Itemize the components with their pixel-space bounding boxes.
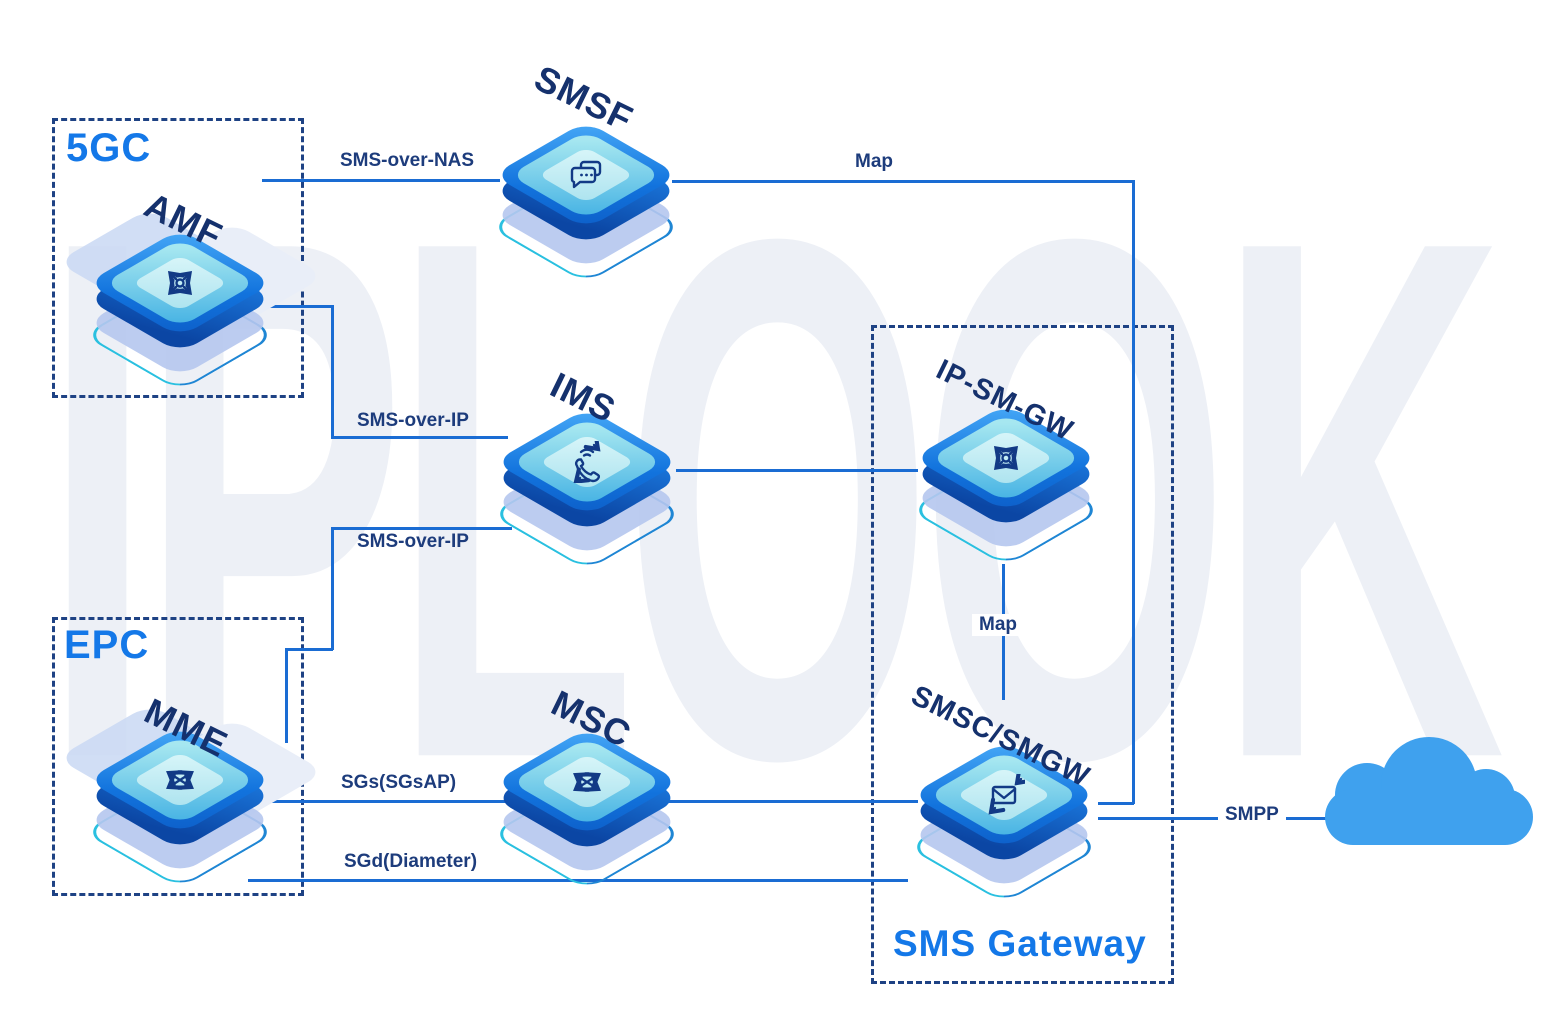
chat-icon xyxy=(520,109,652,241)
link-line-mme-up2 xyxy=(331,527,334,650)
group-box-5gc xyxy=(52,118,304,398)
link-label-sms-over-ip-2: SMS-over-IP xyxy=(357,531,469,552)
link-line-mme-step xyxy=(285,648,333,651)
cross-arrows-icon xyxy=(114,714,246,846)
link-label-sgs: SGs(SGsAP) xyxy=(341,772,457,793)
link-line-amf-out xyxy=(262,305,334,308)
link-line-sms-over-nas xyxy=(262,179,500,182)
link-line-mme-ims xyxy=(331,527,512,530)
link-label-sms-over-nas: SMS-over-NAS xyxy=(340,150,475,171)
link-line-map-top xyxy=(672,180,1135,183)
node-top-face xyxy=(912,403,1100,513)
link-line-map-right-vertical xyxy=(1132,180,1135,804)
link-line-amf-down xyxy=(331,305,334,438)
link-label-map-top: Map xyxy=(855,151,893,172)
node-top-face xyxy=(492,120,680,230)
group-box-sms-gateway xyxy=(871,325,1174,984)
link-line-sgd xyxy=(248,879,908,882)
link-label-map-mid: Map xyxy=(972,614,1024,636)
group-label-5gc: 5GC xyxy=(66,126,152,170)
phone-icon xyxy=(521,396,653,528)
node-top-face xyxy=(910,740,1098,850)
link-line-ims-ipsmgw xyxy=(676,469,918,472)
link-line-mme-up xyxy=(285,648,288,743)
group-box-epc xyxy=(52,617,304,896)
link-label-sms-over-ip-1: SMS-over-IP xyxy=(357,410,469,431)
hub-icon xyxy=(940,392,1072,524)
cloud-icon xyxy=(1325,737,1537,847)
node-top-face xyxy=(86,725,274,835)
group-label-epc: EPC xyxy=(64,623,150,667)
cross-arrows-icon xyxy=(521,716,653,848)
group-label-sms-gateway: SMS Gateway xyxy=(893,923,1147,964)
link-line-smpp xyxy=(1098,817,1330,820)
node-top-face xyxy=(493,727,681,837)
link-label-sgd: SGd(Diameter) xyxy=(344,851,478,872)
link-line-map-into-smsc xyxy=(1098,802,1134,805)
node-top-face xyxy=(86,228,274,338)
envelope-icon xyxy=(938,729,1070,861)
hub-icon xyxy=(114,217,246,349)
node-top-face xyxy=(493,407,681,517)
link-line-amf-ims xyxy=(331,436,508,439)
link-label-smpp: SMPP xyxy=(1218,804,1286,826)
